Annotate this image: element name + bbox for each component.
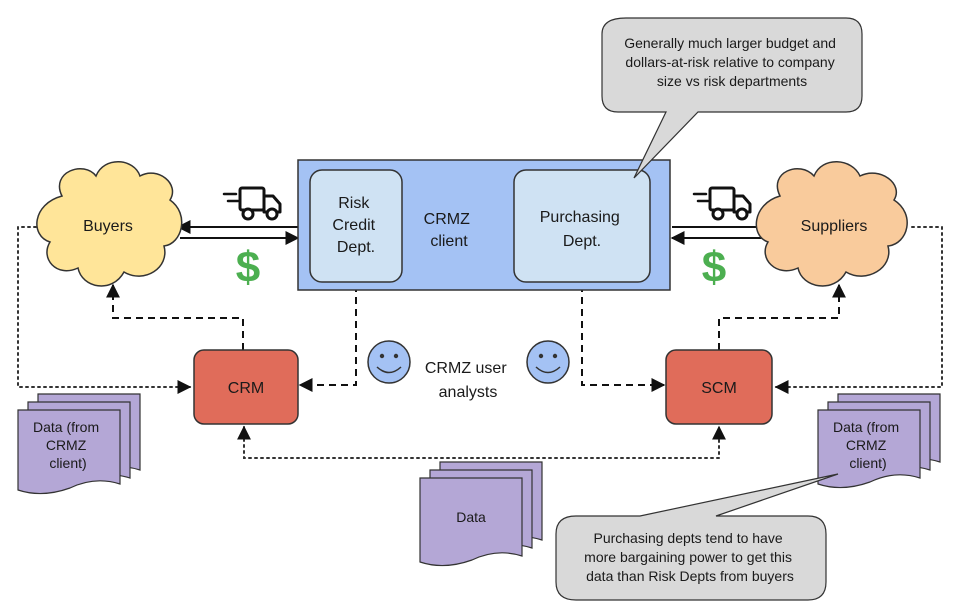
dashed-connectors — [106, 283, 846, 392]
buyers-label: Buyers — [83, 218, 133, 235]
svg-text:CRMZ client: CRMZ client — [424, 211, 475, 250]
svg-text:Data (from CRMZ cl: Data (from CRMZ client) — [33, 419, 103, 471]
dotted-connectors — [17, 226, 943, 459]
svg-text:Risk Credit Dept.: Risk Credit Dept. — [332, 195, 379, 256]
data-center-label: Data — [456, 509, 486, 525]
analysts-label-line: CRMZ user — [425, 360, 507, 377]
callout-bottom: Purchasing depts tend to have more barga… — [555, 473, 839, 601]
risk-dept-label-line: Credit — [332, 217, 375, 234]
data-right-line: client) — [849, 455, 886, 471]
scm-box: SCM — [665, 349, 773, 425]
callout-bottom-line: Purchasing depts tend to have — [593, 530, 782, 546]
purchasing-dept-box: Purchasing Dept. — [513, 169, 651, 283]
smiley-face-icon — [526, 340, 570, 384]
data-right-line: CRMZ — [846, 437, 887, 453]
risk-dept-label-line: Risk — [338, 195, 370, 212]
data-left-line: client) — [49, 455, 86, 471]
smiley-face-icon — [367, 340, 411, 384]
data-document-center: Data — [419, 461, 543, 567]
analysts-label-line: analysts — [439, 384, 498, 401]
callout-bottom-line: more bargaining power to get this — [584, 549, 792, 565]
data-right-line: Data (from — [833, 419, 899, 435]
flow-arrows — [176, 220, 780, 245]
scm-label: SCM — [701, 380, 737, 397]
analysts-label: CRMZ user analysts — [425, 360, 511, 401]
data-document-left: Data (from CRMZ client) — [17, 393, 141, 495]
svg-text:Purchasing depts tend to have: Purchasing depts tend to have more barga… — [584, 530, 796, 584]
purchasing-dept-label-line: Dept. — [563, 233, 601, 250]
callout-top-line: dollars-at-risk relative to company — [625, 54, 834, 70]
callout-top: Generally much larger budget and dollars… — [601, 17, 863, 179]
client-label-line: client — [430, 233, 468, 250]
svg-text:Generally much larger budget a: Generally much larger budget and dollars… — [624, 35, 840, 89]
svg-text:Data (from CRMZ cl: Data (from CRMZ client) — [833, 419, 903, 471]
data-left-line: CRMZ — [46, 437, 87, 453]
risk-credit-dept-box: Risk Credit Dept. — [309, 169, 403, 283]
dollar-sign-left: $ — [236, 243, 260, 292]
svg-text:Purchasing Dept.: Purchasing Dept. — [540, 209, 625, 250]
purchasing-dept-label-line: Purchasing — [540, 209, 620, 226]
crm-label: CRM — [228, 380, 264, 397]
buyers-cloud: Buyers — [36, 161, 183, 287]
delivery-truck-icon — [222, 186, 282, 221]
crm-box: CRM — [193, 349, 299, 425]
callout-top-line: Generally much larger budget and — [624, 35, 836, 51]
risk-dept-label-line: Dept. — [337, 239, 375, 256]
suppliers-cloud: Suppliers — [755, 161, 908, 287]
data-document-right: Data (from CRMZ client) — [817, 393, 941, 489]
data-left-line: Data (from — [33, 419, 99, 435]
client-label-line: CRMZ — [424, 211, 470, 228]
suppliers-label: Suppliers — [801, 218, 868, 235]
callout-bottom-line: data than Risk Depts from buyers — [586, 568, 794, 584]
dollar-sign-right: $ — [702, 243, 726, 292]
callout-top-line: size vs risk departments — [657, 73, 807, 89]
delivery-truck-icon — [692, 186, 752, 221]
